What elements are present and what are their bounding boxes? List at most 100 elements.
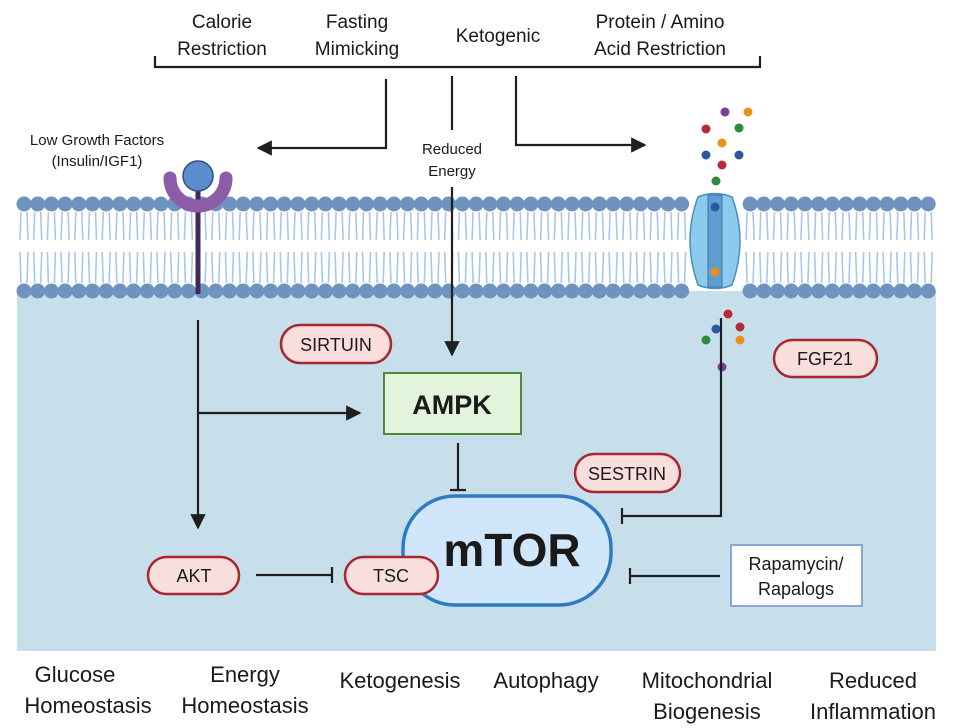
lipid-head — [920, 283, 936, 299]
outcome-energy-line2: Homeostasis — [181, 693, 308, 718]
lipid-head — [852, 283, 868, 299]
lipid-tail — [553, 211, 564, 284]
lipid-tail — [19, 211, 29, 284]
lipid-head — [865, 283, 881, 299]
lipid-head — [454, 283, 470, 299]
outcome-energy-line1: Energy — [210, 662, 280, 687]
amino-acid-icon — [743, 107, 753, 117]
lipid-head — [879, 196, 895, 212]
amino-acid-icon — [701, 124, 711, 134]
inhibit-ampk-mtor — [450, 443, 466, 492]
lipid-head — [893, 283, 909, 299]
lipid-head — [304, 283, 320, 299]
fgf21-pill[interactable]: FGF21 — [772, 338, 879, 379]
sestrin-pill[interactable]: SESTRIN — [573, 452, 682, 494]
amino-acid-icon — [711, 324, 721, 334]
lipid-tail — [389, 211, 399, 284]
lipid-head — [400, 283, 416, 299]
lipid-head — [386, 196, 402, 212]
lipid-head — [386, 283, 402, 299]
lipid-head — [797, 196, 813, 212]
lipid-head — [907, 196, 922, 212]
lipid-head — [920, 196, 936, 212]
lipid-tail — [46, 211, 57, 284]
lipid-head — [838, 196, 854, 212]
lipid-head — [98, 283, 114, 299]
outcome-inflammation-line2: Inflammation — [810, 699, 936, 724]
lipid-head — [852, 196, 868, 212]
amino-acid-icon — [720, 107, 730, 117]
growth-factors-line1: Low Growth Factors — [30, 132, 164, 149]
lipid-head — [605, 283, 621, 299]
lipid-head — [345, 196, 361, 212]
lipid-head — [276, 283, 292, 299]
amino-acid-icon — [734, 150, 744, 160]
lipid-tail — [635, 211, 646, 284]
ampk-node[interactable]: AMPK — [383, 372, 522, 435]
akt-label: AKT — [176, 566, 211, 586]
sirtuin-pill[interactable]: SIRTUIN — [279, 323, 393, 365]
lipid-head — [633, 283, 648, 299]
lipid-tail — [87, 211, 98, 284]
lipid-tail — [485, 211, 495, 284]
amino-acid-icon — [734, 123, 744, 133]
lipid-tail — [772, 211, 783, 284]
amino-acid-transporter-icon — [689, 192, 741, 290]
lipid-head — [674, 283, 690, 299]
lipid-head — [770, 196, 785, 212]
lipid-tail — [923, 211, 933, 284]
inhibit-rapamycin-mtor — [628, 568, 720, 584]
mtor-node[interactable]: mTOR — [401, 494, 613, 607]
lipid-head — [427, 283, 443, 299]
lipid-head — [496, 196, 511, 212]
lipid-tail — [512, 211, 522, 284]
lipid-head — [180, 283, 196, 299]
lipid-head — [30, 283, 46, 299]
lipid-tail — [128, 211, 139, 284]
ampk-label: AMPK — [412, 390, 492, 420]
lipid-tail — [238, 211, 248, 284]
lipid-tail — [60, 211, 70, 284]
lipid-head — [756, 196, 772, 212]
lipid-tail — [334, 211, 344, 284]
lipid-tail — [909, 211, 920, 284]
outcome-autophagy: Autophagy — [493, 668, 598, 693]
lipid-head — [811, 283, 827, 299]
lipid-head — [646, 283, 662, 299]
reduced-energy-line2: Energy — [428, 163, 476, 180]
intervention-bracket — [153, 56, 762, 69]
lipid-tail — [526, 211, 536, 284]
lipid-head — [742, 283, 758, 299]
lipid-tail — [471, 211, 481, 284]
inhibit-amino-mtor — [620, 318, 723, 524]
lipid-head — [43, 283, 59, 299]
arrow-to-amino-acids — [514, 76, 647, 153]
lipid-head — [605, 196, 621, 212]
lipid-head — [276, 196, 292, 212]
tsc-pill[interactable]: TSC — [343, 555, 440, 596]
amino-acid-icon — [701, 335, 711, 345]
growth-factors-line2: (Insulin/IGF1) — [52, 153, 143, 170]
lipid-head — [578, 283, 594, 299]
lipid-head — [591, 283, 607, 299]
arrow-to-growth-factors — [256, 79, 388, 156]
lipid-head — [126, 283, 142, 299]
lipid-head — [427, 196, 443, 212]
lipid-tail — [169, 211, 180, 284]
lipid-head — [865, 196, 881, 212]
lipid-head — [290, 196, 306, 212]
rapamycin-box[interactable]: Rapamycin/ Rapalogs — [730, 544, 863, 607]
lipid-head — [331, 196, 347, 212]
intervention-fasting-line1: Fasting — [326, 12, 388, 33]
akt-pill[interactable]: AKT — [146, 555, 241, 596]
lipid-tail — [800, 211, 810, 284]
lipid-tail — [594, 211, 605, 284]
lipid-head — [249, 283, 265, 299]
lipid-head — [30, 196, 46, 212]
lipid-tail — [676, 211, 687, 284]
lipid-tail — [813, 211, 824, 284]
lipid-tail — [457, 211, 468, 284]
lipid-head — [413, 283, 429, 299]
rapamycin-line2: Rapalogs — [758, 579, 834, 599]
lipid-head — [797, 283, 813, 299]
